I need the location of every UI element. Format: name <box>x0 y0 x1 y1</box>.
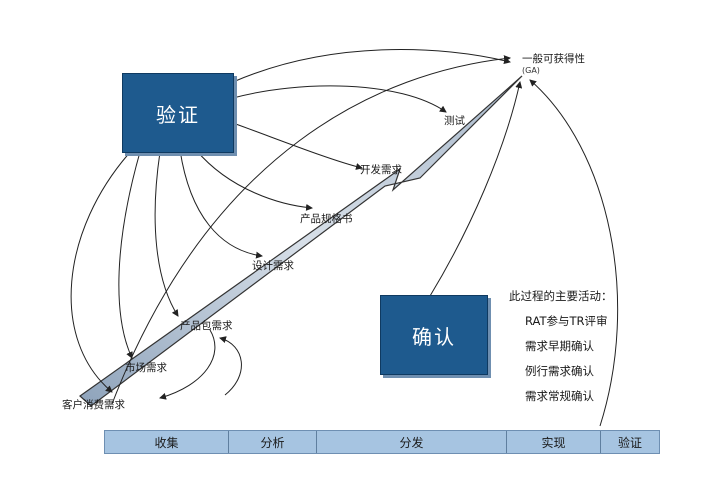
phase-verify: 验证 <box>617 435 642 450</box>
phase-analyze: 分析 <box>229 431 317 453</box>
validation-box: 确认 <box>380 295 488 375</box>
phase-implement: 实现 <box>507 431 601 453</box>
milestone-market-needs: 市场需求 <box>125 362 167 374</box>
activity-item: RAT参与TR评审 <box>525 314 608 328</box>
milestone-design-needs: 设计需求 <box>252 260 294 272</box>
curve-confirm-to-ga <box>429 81 523 297</box>
verification-box: 验证 <box>122 73 234 153</box>
curve-outer-to-ga <box>111 55 511 405</box>
milestone-dev-needs: 开发需求 <box>360 164 402 176</box>
curve-verify-to-product-needs <box>154 151 179 317</box>
phase-bar: 收集 分析 分发 实现 验证 <box>104 430 660 454</box>
activities-title: 此过程的主要活动： <box>509 289 613 303</box>
milestone-ga: 一般可获得性 <box>522 53 585 65</box>
main-progress-arrow <box>79 75 523 407</box>
curve-verify-to-market <box>118 151 141 359</box>
activities-panel: 此过程的主要活动： RAT参与TR评审 需求早期确认 例行需求确认 需求常规确认 <box>509 287 613 412</box>
activity-item: 需求常规确认 <box>525 389 594 403</box>
milestone-ga-abbr: (GA) <box>522 66 540 75</box>
milestone-product-spec: 产品规格书 <box>300 213 353 225</box>
curve-verify-to-customer <box>70 149 133 393</box>
milestone-customer-needs: 客户消费需求 <box>62 399 125 411</box>
activity-item: 例行需求确认 <box>525 364 594 378</box>
curve-verify-to-ga <box>232 49 511 83</box>
curve-right-outer-to-ga <box>529 79 619 427</box>
phase-distribute: 分发 <box>317 431 507 453</box>
milestone-product-needs: 产品包需求 <box>180 320 233 332</box>
validation-box-label: 确认 <box>412 324 456 349</box>
curve-verify-to-dev <box>232 122 363 170</box>
curve-product-loop <box>219 336 242 396</box>
phase-collect: 收集 <box>105 431 229 453</box>
curve-verify-to-test <box>232 85 447 113</box>
curve-market-loop <box>159 329 216 400</box>
activity-item: 需求早期确认 <box>525 339 594 353</box>
verification-box-label: 验证 <box>156 102 200 127</box>
milestone-testing: 测试 <box>444 115 465 127</box>
curve-verify-to-design <box>179 149 263 259</box>
curve-verify-to-spec <box>195 149 313 211</box>
